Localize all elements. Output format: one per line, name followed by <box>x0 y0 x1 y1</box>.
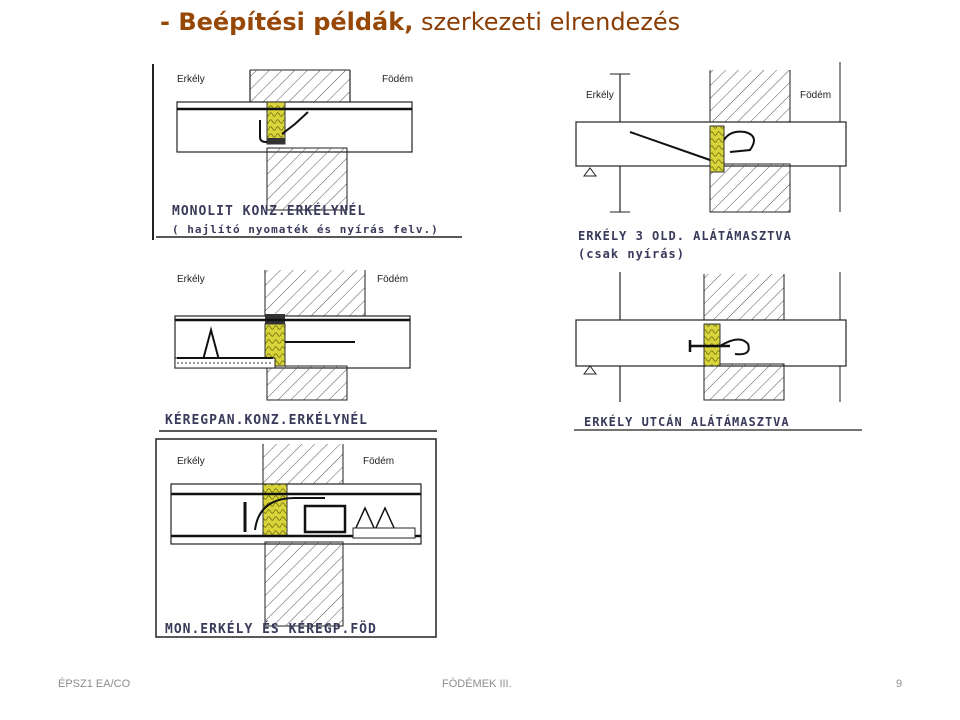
wall-lower <box>264 541 344 627</box>
label-slab: Födém <box>363 456 394 467</box>
label-balcony: Erkély <box>177 74 205 85</box>
caption-line-1: KÉREGPAN.KONZ.ERKÉLYNÉL <box>165 412 368 428</box>
caption-line-1: MON.ERKÉLY ÉS KÉREGP.FÖD <box>165 621 377 637</box>
label-balcony: Erkély <box>177 274 205 285</box>
wall-upper <box>710 70 790 122</box>
label-balcony: Erkély <box>586 90 614 101</box>
label-slab: Födém <box>800 90 831 101</box>
detail-drawing-mixed: Erkély Födém MON.ERKÉLY ÉS KÉREGP.FÖD <box>155 438 437 638</box>
caption-line-1: ERKÉLY UTCÁN ALÁTÁMASZTVA <box>584 414 790 429</box>
detail-drawing-three-side-support: Erkély Födém ERKÉLY 3 OLD. ALÁTÁMASZTVA … <box>575 62 847 261</box>
insulation <box>709 125 725 173</box>
detail-drawing-street-support: ERKÉLY UTCÁN ALÁTÁMASZTVA <box>574 272 862 431</box>
caption-line-2: (csak nyírás) <box>578 247 685 261</box>
footer-left: ÉPSZ1 EA/CO <box>58 678 131 690</box>
wall-upper <box>704 274 784 320</box>
wall-upper <box>263 444 343 484</box>
label-slab: Födém <box>382 74 413 85</box>
detail-drawing-monolith: Erkély Födém MONOLIT KONZ.ERKÉLYNÉL ( ha… <box>152 64 462 240</box>
caption-line-2: ( hajlító nyomaték és nyírás felv.) <box>172 223 439 236</box>
detail-panel-street-support: ERKÉLY UTCÁN ALÁTÁMASZTVA <box>570 272 865 436</box>
footer-center: FÖDÉMEK III. <box>442 678 512 690</box>
wall-lower <box>266 147 348 211</box>
label-balcony: Erkély <box>177 456 205 467</box>
wall-lower <box>703 363 785 401</box>
detail-panel-three-side-support: Erkély Födém ERKÉLY 3 OLD. ALÁTÁMASZTVA … <box>570 60 860 272</box>
slab <box>176 101 413 153</box>
detail-drawing-shell-panel: Erkély Födém KÉREGPAN.KONZ.ERKÉLYNÉL <box>159 270 437 432</box>
detail-panel-mixed: Erkély Födém MON.ERKÉLY ÉS KÉREGP.FÖD <box>155 438 440 640</box>
detail-panel-shell-panel: Erkély Födém KÉREGPAN.KONZ.ERKÉLYNÉL <box>155 268 440 436</box>
detail-panel-monolith: Erkély Födém MONOLIT KONZ.ERKÉLYNÉL ( ha… <box>150 62 465 244</box>
slide-title-rest: szerkezeti elrendezés <box>413 8 681 36</box>
wall-upper <box>265 270 365 316</box>
insulation <box>262 483 288 537</box>
footer-page-number: 9 <box>896 678 903 690</box>
wall-upper <box>250 70 350 102</box>
wall-lower <box>266 365 348 401</box>
slide-title-bold: - Beépítési példák, <box>160 8 414 36</box>
label-slab: Födém <box>377 274 408 285</box>
caption-line-1: MONOLIT KONZ.ERKÉLYNÉL <box>172 203 366 219</box>
caption-line-1: ERKÉLY 3 OLD. ALÁTÁMASZTVA <box>578 228 792 243</box>
slide-title: - Beépítési példák, szerkezeti elrendezé… <box>160 8 680 36</box>
